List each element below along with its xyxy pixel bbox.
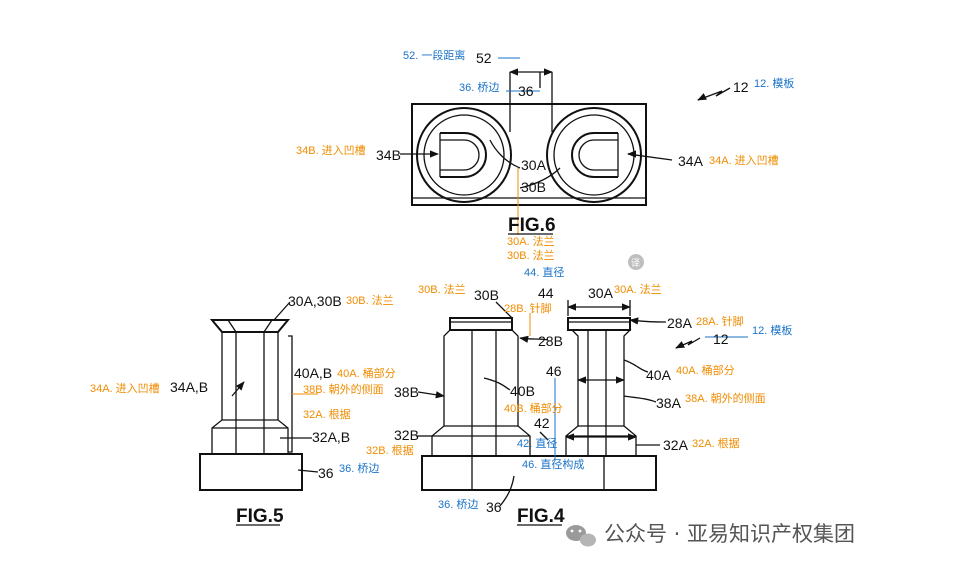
fig6-title: FIG.6: [508, 215, 556, 236]
wechat-icon: [566, 525, 596, 547]
ref-30A-top: 30A: [521, 157, 547, 173]
ann-36-fig4: 36. 桥边: [438, 498, 478, 511]
translate-badge[interactable]: 译: [628, 254, 644, 270]
ref-30A: 30A: [588, 285, 614, 301]
ann-30A-fig4: 30A. 法兰: [614, 282, 662, 296]
ref-36-top: 36: [518, 83, 534, 99]
ref-40AB: 40A,B: [294, 365, 332, 381]
ref-42: 42: [534, 415, 550, 431]
ref-34B: 34B: [376, 147, 401, 163]
ann-12: 12. 模板: [752, 323, 792, 337]
ann-32A-fig5: 32A. 根据: [303, 407, 351, 421]
fig5-drawing: [199, 301, 319, 491]
ref-44: 44: [538, 285, 554, 301]
ann-40A-fig4: 40A. 桶部分: [676, 363, 735, 377]
ann-36-fig5: 36. 桥边: [339, 462, 379, 475]
watermark: 公众号 · 亚易知识产权集团: [566, 522, 855, 547]
fig4-drawing: [416, 300, 748, 507]
ann-30A-fig6: 30A. 法兰: [507, 234, 555, 248]
ref-28A: 28A: [667, 315, 693, 331]
ref-28B: 28B: [538, 333, 563, 349]
ann-52: 52. 一段距离: [403, 48, 465, 62]
ref-46: 46: [546, 363, 562, 379]
ann-40A-fig5: 40A. 桶部分: [337, 366, 396, 380]
watermark-text: 公众号 · 亚易知识产权集团: [604, 522, 855, 546]
ann-28B: 28B. 针脚: [504, 301, 552, 315]
fig5-title: FIG.5: [236, 506, 284, 527]
ann-32A: 32A. 根据: [692, 436, 740, 450]
ann-12-top: 12. 模板: [754, 76, 794, 90]
ann-34A-fig5: 34A. 进入凹槽: [90, 382, 160, 395]
ann-30B-fig5: 30B. 法兰: [346, 293, 394, 307]
ref-30B-top: 30B: [521, 179, 546, 195]
ref-32A: 32A: [663, 437, 689, 453]
fig6-drawing: [400, 57, 731, 235]
ref-38A: 38A: [656, 395, 682, 411]
ann-32B: 32B. 根据: [366, 443, 414, 457]
ann-38B-fig5: 38B. 朝外的侧面: [303, 382, 384, 396]
ann-30B-fig6: 30B. 法兰: [507, 248, 555, 262]
ref-34AB: 34A,B: [170, 379, 208, 395]
ref-36-fig5: 36: [318, 465, 334, 481]
ref-34A: 34A: [678, 153, 704, 169]
ann-30B-fig4: 30B. 法兰: [418, 282, 466, 296]
ann-36-top: 36. 桥边: [459, 81, 499, 94]
ref-32AB: 32A,B: [312, 429, 350, 445]
ann-46: 46. 直径构成: [522, 457, 584, 471]
ann-34B: 34B. 进入凹槽: [296, 144, 366, 157]
ann-44: 44. 直径: [524, 265, 564, 279]
translate-icon: 译: [631, 258, 640, 269]
ref-12: 12: [713, 331, 729, 347]
ref-30A30B: 30A,30B: [288, 293, 342, 309]
ann-34A: 34A. 进入凹槽: [709, 154, 779, 167]
fig4-title: FIG.4: [517, 506, 565, 527]
ref-40B: 40B: [510, 383, 535, 399]
ann-40B: 40B. 桶部分: [504, 401, 563, 415]
ref-52: 52: [476, 50, 492, 66]
ref-40A: 40A: [646, 367, 672, 383]
ref-38B: 38B: [394, 384, 419, 400]
ref-36-fig4: 36: [486, 499, 502, 515]
ann-28A: 28A. 针脚: [696, 314, 744, 328]
ref-12-top: 12: [733, 79, 749, 95]
ann-38A: 38A. 朝外的侧面: [685, 391, 766, 405]
ann-42: 42. 直径: [517, 436, 557, 450]
ref-30B: 30B: [474, 287, 499, 303]
ref-32B: 32B: [394, 427, 419, 443]
